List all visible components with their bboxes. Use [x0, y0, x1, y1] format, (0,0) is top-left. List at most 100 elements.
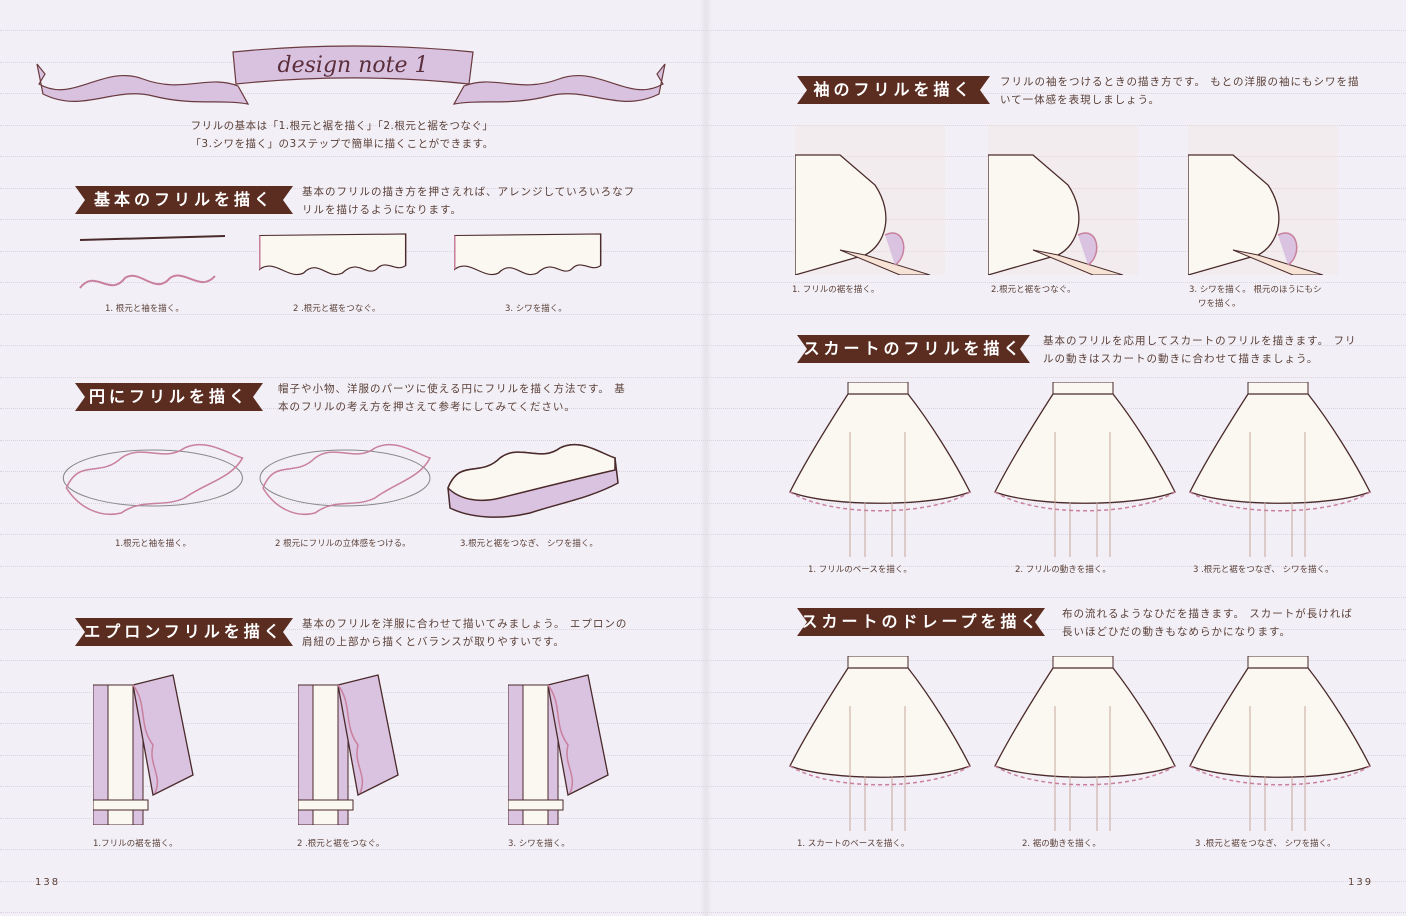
description-line: フリルの袖をつけるときの描き方です。 もとの洋服の袖にもシワを描 [1000, 76, 1360, 88]
illustration-step-2 [250, 228, 430, 303]
step-caption: 2. フリルの動きを描く。 [1015, 563, 1111, 577]
illustration-step-3 [1188, 125, 1338, 275]
page-rule [0, 628, 1406, 630]
page-rule [0, 786, 1406, 787]
description-line: 布の流れるようなひだを描きます。 スカートが長ければ [1062, 608, 1353, 620]
illustration-step-2 [255, 428, 440, 528]
step-caption: 3. シワを描く。 根元のほうにもシワを描く。 [1189, 283, 1322, 311]
page-rule [0, 534, 1406, 535]
page-rule [0, 30, 1406, 31]
section-heading-banner: 基本のフリルを描く [75, 186, 293, 214]
caption-line: 2 .根元と裾をつなぐ。 [293, 304, 381, 314]
description-line: 肩紐の上部から描くとバランスが取りやすいです。 [302, 635, 565, 648]
description-line: 帽子や小物、洋服のパーツに使える円にフリルを描く方法です。 基 [278, 383, 626, 395]
page-gutter [700, 0, 712, 916]
caption-line: 1.根元と袖を描く。 [115, 539, 192, 549]
section-description: 帽子や小物、洋服のパーツに使える円にフリルを描く方法です。 基本のフリルの考え方… [278, 381, 626, 416]
page-rule [0, 723, 1406, 724]
step-caption: 3. シワを描く。 [505, 302, 567, 316]
caption-line: 1. 根元と袖を描く。 [105, 304, 184, 314]
step-caption: 2 .根元と裾をつなぐ。 [293, 302, 380, 316]
caption-line: 3.根元と裾をつなぎ、 シワを描く。 [460, 539, 598, 549]
caption-line: 3. シワを描く。 [505, 304, 567, 314]
description-line: 基本のフリルを洋服に合わせて描いてみましょう。 エプロンの [302, 618, 628, 630]
caption-line: 3. シワを描く。 [508, 839, 570, 849]
section-heading-banner: エプロンフリルを描く [75, 618, 293, 646]
section-description: フリルの袖をつけるときの描き方です。 もとの洋服の袖にもシワを描いて一体感を表現… [1000, 74, 1359, 109]
intro-line: フリルの基本は「1.根元と裾を描く」「2.根元と裾をつなぐ」 [190, 120, 494, 132]
illustration-step-1 [795, 125, 945, 275]
page-rule [0, 849, 1406, 850]
caption-line: 2.根元と裾をつなぐ。 [991, 285, 1076, 295]
page-number-left: 138 [35, 877, 61, 888]
page-rule [0, 817, 1406, 819]
page-rule [0, 597, 1406, 598]
step-caption: 1. 根元と袖を描く。 [105, 302, 184, 316]
caption-line: 1. スカートのベースを描く。 [797, 839, 910, 849]
section-description: 基本のフリルを洋服に合わせて描いてみましょう。 エプロンの肩紐の上部から描くとバ… [302, 616, 627, 651]
step-caption: 3 .根元と裾をつなぎ、 シワを描く。 [1193, 563, 1334, 577]
description-line: 長いほどひだの動きもなめらかになります。 [1062, 625, 1291, 638]
caption-line: 2. 裾の動きを描く。 [1022, 839, 1101, 849]
ribbon-title: design note 1 [278, 53, 429, 78]
page-rule [0, 93, 1406, 94]
page-rule [0, 282, 1406, 283]
illustration-step-2 [988, 125, 1138, 275]
intro-text: フリルの基本は「1.根元と裾を描く」「2.根元と裾をつなぐ」 「3.シワを描く」… [142, 118, 542, 153]
caption-line: 2. フリルの動きを描く。 [1015, 565, 1111, 575]
section-description: 基本のフリルを応用してスカートのフリルを描きます。 フリルの動きはスカートの動き… [1043, 333, 1356, 368]
description-line: リルを描けるようになります。 [302, 203, 462, 216]
page-rule [0, 156, 1406, 157]
section-heading-banner: 袖のフリルを描く [797, 76, 990, 104]
page-rule [0, 345, 1406, 346]
illustration-step-1 [780, 382, 980, 557]
step-caption: 1. フリルのベースを描く。 [808, 563, 912, 577]
section-description: 基本のフリルの描き方を押さえれば、アレンジしていろいろなフリルを描けるようになり… [302, 184, 635, 219]
caption-line: 2 根元にフリルの立体感をつける。 [275, 539, 411, 549]
description-line: 本のフリルの考え方を押さえて参考にしてみてください。 [278, 400, 576, 413]
illustration-step-2 [298, 665, 403, 825]
caption-line: 1. フリルのベースを描く。 [808, 565, 912, 575]
page-rule [0, 219, 1406, 220]
caption-line: 3 .根元と裾をつなぎ、 シワを描く。 [1195, 839, 1336, 849]
illustration-step-3 [1180, 382, 1380, 557]
caption-line: 3. シワを描く。 根元のほうにもシ [1189, 285, 1322, 295]
page-number-right: 139 [1348, 877, 1374, 888]
page-rule [0, 565, 1406, 567]
section-heading-banner: スカートのフリルを描く [797, 335, 1030, 363]
description-line: いて一体感を表現しましょう。 [1000, 93, 1161, 106]
caption-line: 1.フリルの裾を描く。 [93, 839, 178, 849]
page-rule [0, 187, 1406, 189]
step-caption: 1. フリルの裾を描く。 [792, 283, 879, 297]
illustration-step-3 [508, 665, 613, 825]
caption-line: 2 .根元と裾をつなぐ。 [297, 839, 385, 849]
caption-line: 1. フリルの裾を描く。 [792, 285, 880, 295]
page-rule [0, 250, 1406, 252]
page-rule [0, 754, 1406, 756]
caption-line: ワを描く。 [1198, 299, 1241, 309]
step-caption: 1. スカートのベースを描く。 [797, 837, 909, 851]
illustration-step-3 [440, 428, 625, 528]
page-rule [0, 376, 1406, 378]
page-rule [0, 691, 1406, 693]
description-line: 基本のフリルの描き方を押さえれば、アレンジしていろいろなフ [302, 186, 636, 198]
section-heading-banner: 円にフリルを描く [75, 383, 263, 411]
illustration-step-1 [58, 428, 253, 528]
page-rule [0, 660, 1406, 661]
page-rule [0, 313, 1406, 315]
page-rule [0, 408, 1406, 409]
illustration-step-1 [93, 665, 198, 825]
step-caption: 2 根元にフリルの立体感をつける。 [275, 537, 411, 551]
step-caption: 2 .根元と裾をつなぐ。 [297, 837, 384, 851]
page-rule [0, 502, 1406, 504]
illustration-step-3 [445, 228, 625, 303]
page-rule [0, 912, 1406, 913]
illustration-step-1 [75, 228, 235, 303]
page-rule [0, 880, 1406, 882]
section-heading-banner: スカートのドレープを描く [797, 608, 1045, 636]
step-caption: 3.根元と裾をつなぎ、 シワを描く。 [460, 537, 598, 551]
description-line: 基本のフリルを応用してスカートのフリルを描きます。 フリ [1043, 335, 1357, 347]
page-rule [0, 124, 1406, 126]
step-caption: 1.根元と袖を描く。 [115, 537, 191, 551]
illustration-step-3 [1180, 656, 1380, 831]
